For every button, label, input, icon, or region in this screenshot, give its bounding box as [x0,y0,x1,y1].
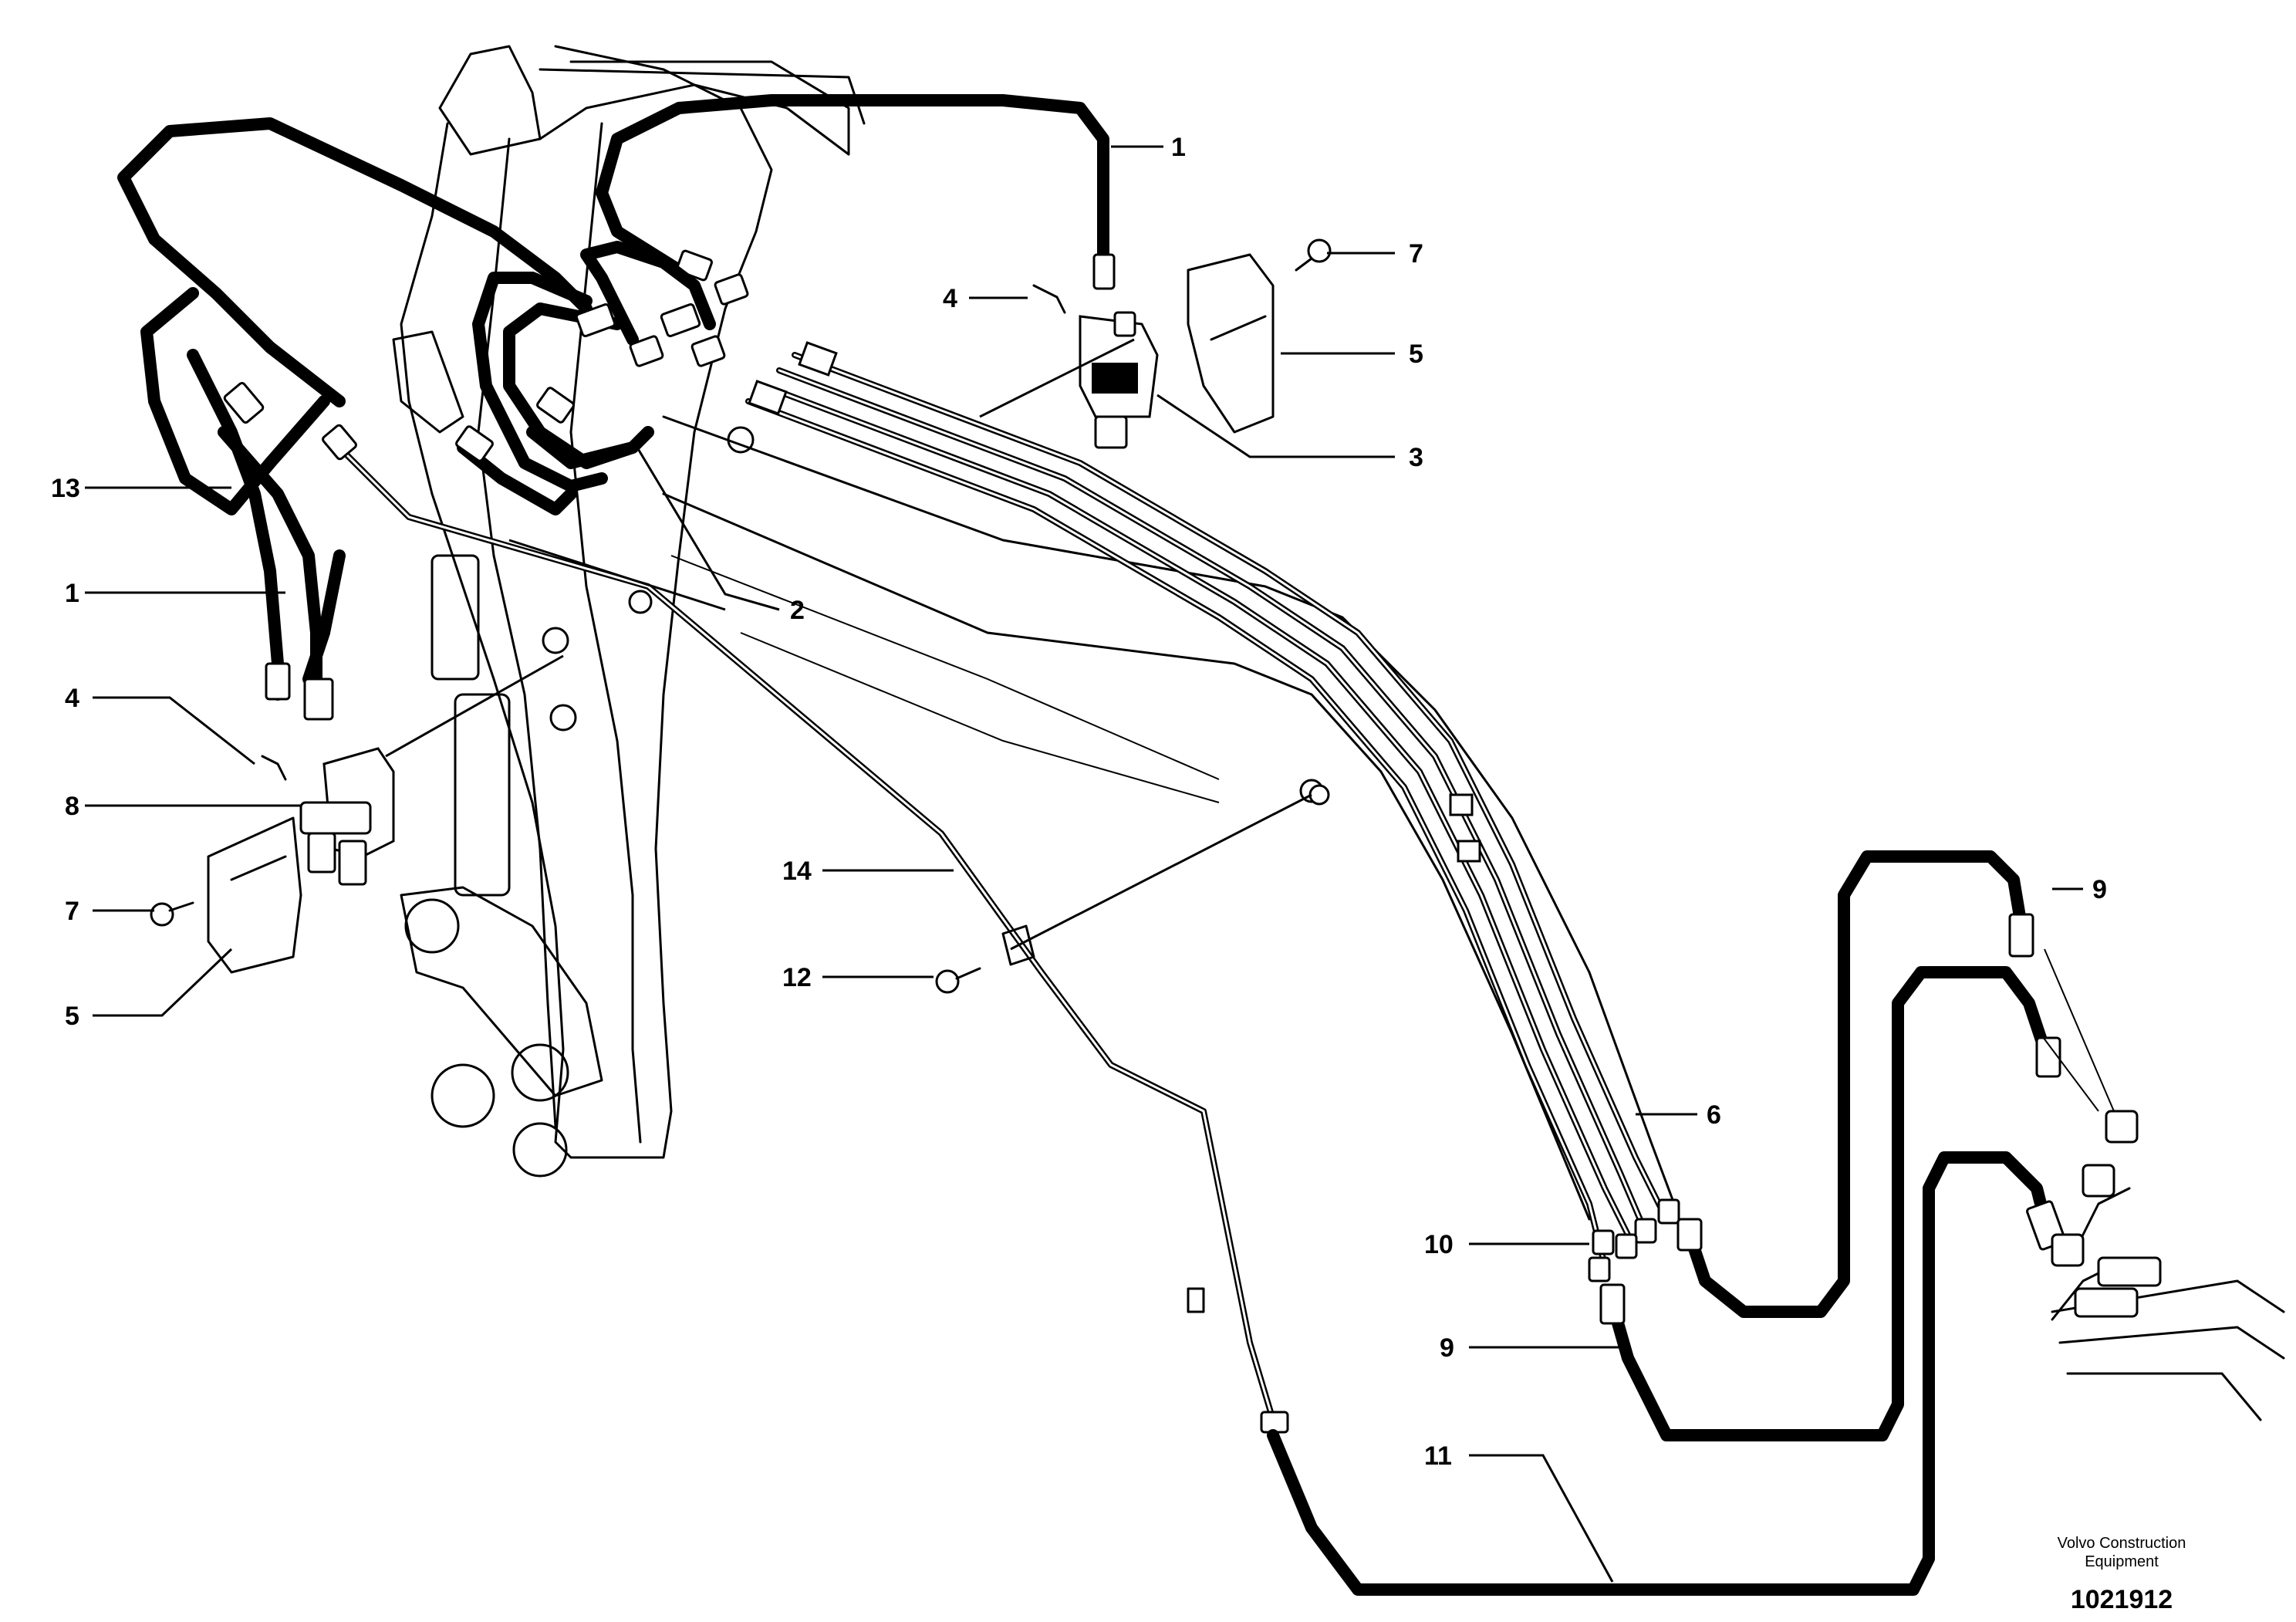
callout-10: 10 [1424,1230,1454,1259]
callout-9-bottom: 9 [1440,1333,1454,1363]
callout-13: 13 [51,474,80,503]
callout-7-top: 7 [1409,239,1423,269]
callout-1-left: 1 [65,579,79,608]
guard-top [1187,253,1275,434]
hoses [117,94,2066,1596]
document-number: 1021912 [2071,1585,2173,1614]
guard-left [207,816,302,974]
callout-14: 14 [782,857,812,886]
footer: Volvo Construction Equipment 1021912 [2058,1535,2186,1614]
brand-line-1: Volvo Construction [2058,1535,2186,1552]
callout-7-left: 7 [65,897,79,926]
callout-4-top: 4 [943,284,957,313]
callout-1-top: 1 [1171,133,1186,162]
leader-lines [85,145,2083,1583]
brand-line-2: Equipment [2085,1553,2159,1570]
callout-12: 12 [782,963,812,992]
pressure-switch-left [299,747,395,886]
callout-3: 3 [1409,443,1423,472]
callout-2: 2 [790,596,805,625]
callout-11: 11 [1424,1441,1452,1471]
right-clamp-assembly [2028,948,2285,1421]
pressure-switch-top [1079,311,1159,449]
callout-labels: 1 7 4 5 3 13 1 2 4 8 7 5 14 12 9 6 10 9 … [51,133,2107,1471]
bolts-and-pins [150,238,1332,994]
boom-structure [392,45,1676,1221]
callout-9-top: 9 [2092,875,2107,904]
callout-4-left: 4 [65,684,79,713]
pipe-bundle [745,341,1680,1282]
callout-5-left: 5 [65,1002,79,1031]
pipe-14 [322,424,1289,1434]
callout-8: 8 [65,792,79,821]
callout-5-top: 5 [1409,340,1423,369]
callout-6: 6 [1707,1100,1721,1130]
